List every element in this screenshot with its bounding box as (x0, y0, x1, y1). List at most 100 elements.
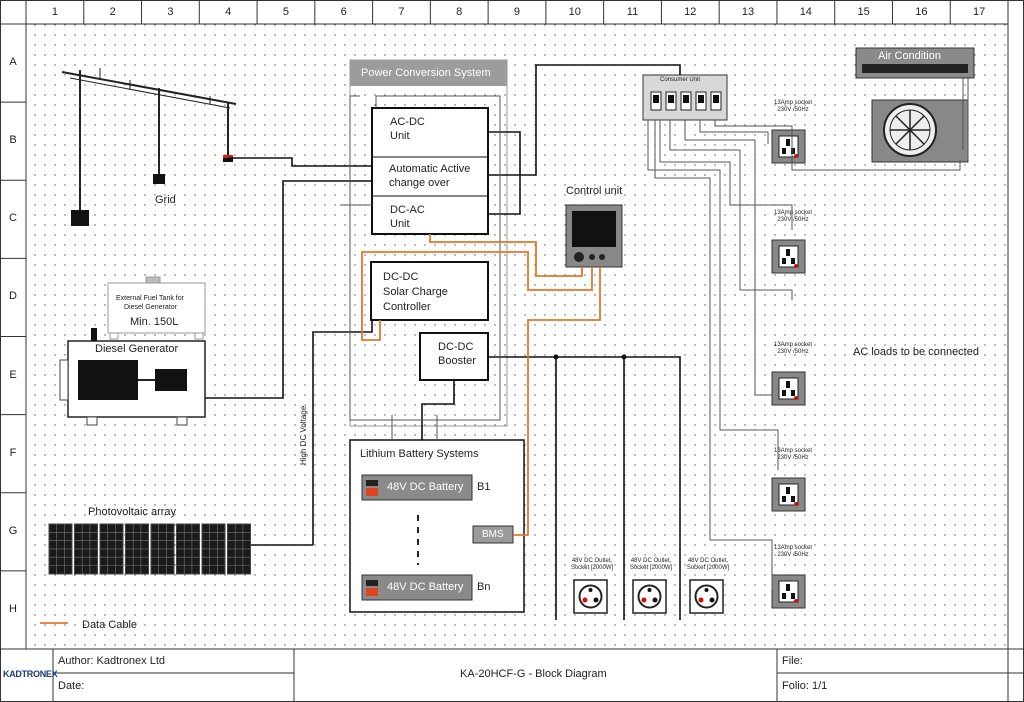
socket-indicator (794, 154, 798, 158)
row-label: E (9, 368, 17, 381)
socket-pin (791, 496, 795, 502)
solar-cc-label-line3: Controller (383, 301, 431, 313)
socket-indicator (794, 502, 798, 506)
row-label: F (9, 446, 17, 459)
consumer-unit-label: Consumer Unit (660, 77, 701, 83)
row-label: D (9, 290, 17, 303)
battery-bn-label: 48V DC Battery (387, 581, 464, 593)
utility-grid-icon (61, 68, 237, 215)
outlet-pin (698, 597, 704, 603)
junction-dot (621, 354, 627, 360)
dc-outlet-label: 48V DC Outlet, Socket [2000W] (686, 558, 730, 571)
socket-pin (786, 487, 790, 494)
high-dc-voltage-label: High DC Voltage (299, 405, 308, 465)
fuel-tank-label-line2: Diesel Generator (124, 304, 177, 311)
socket-pin (782, 390, 786, 396)
column-label: 8 (456, 6, 463, 18)
row-label: B (9, 134, 17, 147)
bms-label: BMS (482, 529, 504, 540)
socket-pin (782, 148, 786, 154)
column-label: 2 (109, 6, 116, 18)
outlet-pin (641, 597, 647, 603)
socket-pin (782, 496, 786, 502)
outlet-pin (593, 597, 599, 603)
pcs-title: Power Conversion System (361, 67, 491, 79)
column-ruler (83, 0, 1009, 24)
outlet-pin (647, 588, 652, 592)
row-label: A (9, 56, 17, 69)
fuel-tank-label-line1: External Fuel Tank for (116, 295, 184, 302)
column-label: 13 (741, 6, 755, 18)
battery-system-title: Lithium Battery Systems (360, 448, 479, 460)
column-label: 11 (626, 6, 639, 18)
company-logo: KADTRONEX (3, 669, 58, 679)
dc-dc-booster-box (419, 332, 489, 381)
row-label: C (9, 212, 17, 225)
outlet-pin (652, 597, 658, 603)
ac-socket-label: 13Amp socket 230V /50Hz (773, 342, 813, 355)
power-wiring (205, 64, 681, 620)
ac-socket-label: 13Amp socket 230V /50Hz (773, 545, 813, 558)
dcac-label-line2: Unit (390, 218, 410, 230)
column-label: 1 (51, 6, 58, 18)
column-label: 17 (972, 6, 986, 18)
data-cable-legend: Data Cable (82, 619, 138, 631)
air-conditioner-icon (855, 47, 975, 163)
photovoltaic-array (48, 523, 251, 575)
socket-indicator (794, 264, 798, 268)
solar-cc-label-line2: Solar Charge (383, 286, 448, 298)
ac-loads-label: AC loads to be connected (853, 346, 979, 358)
outlet-pin (588, 588, 593, 592)
pole-base (153, 174, 165, 184)
column-label: 6 (340, 6, 347, 18)
column-label: 7 (398, 6, 405, 18)
row-label: H (9, 602, 17, 615)
author-field: Author: Kadtronex Ltd (58, 655, 166, 667)
acdc-label-line1: AC-DC (390, 116, 425, 128)
socket-pin (791, 258, 795, 264)
ac-socket-group (771, 129, 806, 609)
battery-bn-tag: Bn (477, 581, 491, 593)
date-field: Date: (58, 680, 85, 692)
dc-outlet-label: 48V DC Outlet, Socket [2000W] (570, 558, 614, 571)
terminal-marker (223, 155, 233, 158)
drawing-title: KA-20HCF-G - Block Diagram (460, 668, 607, 680)
ato-label-line2: change over (389, 177, 450, 189)
control-unit-icon (565, 204, 623, 268)
consumer-unit-icon (642, 74, 728, 121)
grid-label: Grid (155, 194, 176, 206)
booster-label-line1: DC-DC (438, 341, 474, 353)
control-unit-label: Control unit (566, 185, 623, 197)
column-label: 12 (684, 6, 697, 18)
outlet-pin (704, 588, 709, 592)
socket-pin (791, 390, 795, 396)
battery-b1-tag: B1 (477, 481, 491, 493)
socket-pin (786, 381, 790, 388)
column-label: 4 (225, 6, 232, 18)
row-label: G (8, 524, 18, 537)
ato-label-line1: Automatic Active (389, 163, 471, 175)
outlet-pin (709, 597, 715, 603)
dc-outlet-label: 48V DC Outlet, Socket [2000W] (629, 558, 673, 571)
outlet-pin (582, 597, 588, 603)
data-cable-wiring (40, 234, 601, 624)
air-condition-label: Air Condition (878, 50, 941, 62)
file-field: File: (782, 655, 803, 667)
breaker-toggle (653, 95, 659, 103)
dcac-label-line1: DC-AC (390, 204, 425, 216)
breaker-toggle (683, 95, 689, 103)
socket-pin (782, 258, 786, 264)
folio-field: Folio: 1/1 (782, 680, 828, 692)
booster-label-line2: Booster (438, 355, 476, 367)
breaker-toggle (713, 95, 719, 103)
socket-pin (791, 593, 795, 599)
title-block (52, 649, 1024, 702)
pole-base (71, 210, 89, 226)
column-label: 9 (513, 6, 521, 18)
battery-b1-label: 48V DC Battery (387, 481, 464, 493)
fuel-tank-capacity: Min. 150L (130, 316, 179, 328)
battery-b1-icon (361, 474, 473, 501)
ac-socket-label: 13Amp socket 230V /50Hz (773, 100, 813, 113)
